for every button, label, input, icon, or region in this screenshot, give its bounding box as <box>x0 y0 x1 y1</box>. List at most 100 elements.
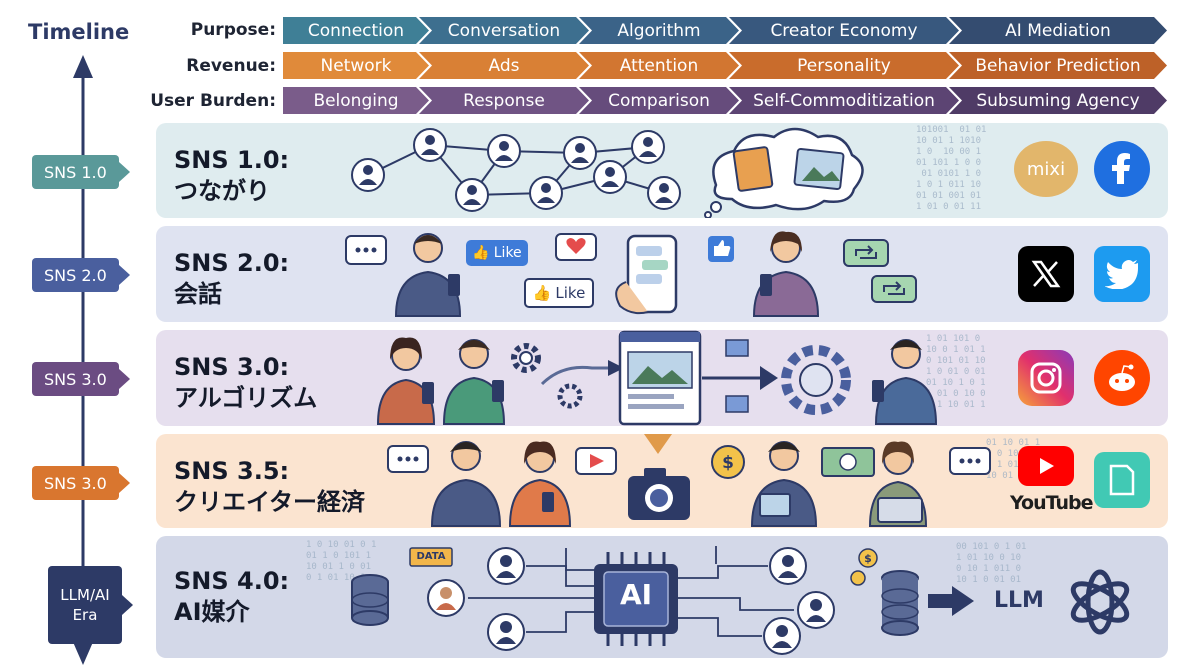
play-bubble-icon <box>575 447 617 475</box>
era-tag-sns35: SNS 3.0 <box>32 466 119 500</box>
era-title: SNS 3.0: アルゴリズム <box>174 353 318 412</box>
revenue-stage-4: Personality <box>729 52 959 79</box>
camera-icon <box>628 468 690 520</box>
retweet-icon <box>843 239 889 267</box>
era-panel-sns35: 01 10 01 1 1 0 101 01 0 1 01 10 1 10 01 … <box>156 434 1168 528</box>
era-panel-sns2: 👍Like 👍Like SNS 2.0: 会話 <box>156 226 1168 322</box>
arrow-right-icon-2 <box>760 366 778 390</box>
person-phone-icon-2 <box>442 339 506 425</box>
user-node-icons <box>351 128 681 212</box>
data-tag-icon <box>409 547 453 567</box>
conversation-illustration <box>345 231 917 317</box>
burden-stage-1: Belonging <box>283 87 429 114</box>
revenue-stage-3: Attention <box>579 52 739 79</box>
twitter-icon <box>1094 246 1150 302</box>
timeline-title: Timeline <box>28 20 130 44</box>
coin-icon: $ <box>711 445 745 479</box>
heart-bubble-icon <box>555 233 597 261</box>
phone-chat-icon <box>615 234 678 315</box>
person-tablet-icon <box>750 441 818 527</box>
creator-economy-illustration: $ <box>387 434 991 527</box>
speech-bubble-icon-2 <box>949 447 991 475</box>
x-icon <box>1018 246 1074 302</box>
revenue-stage-5: Behavior Prediction <box>949 52 1167 79</box>
ai-chip-icon <box>594 552 678 646</box>
person-presenting-icon <box>430 441 502 527</box>
svg-text:$: $ <box>864 552 872 565</box>
network-illustration <box>351 127 864 218</box>
burden-stage-3: Comparison <box>579 87 739 114</box>
era-title: SNS 2.0: 会話 <box>174 249 290 308</box>
ai-chip-text: AI <box>619 578 653 611</box>
database-icon-2 <box>881 570 919 636</box>
binary-decoration: 1 01 101 0 10 0 1 01 1 0 101 01 10 1 0 0… <box>926 334 986 410</box>
reddit-icon <box>1094 350 1150 406</box>
arrow-up-icon <box>73 55 93 78</box>
purpose-stage-5: AI Mediation <box>949 17 1167 44</box>
arrow-right-icon <box>608 360 624 376</box>
retweet-icon-2 <box>871 275 917 303</box>
speech-bubble-icon <box>345 235 387 265</box>
revenue-stage-1: Network <box>283 52 429 79</box>
thumbs-up-icon <box>708 236 734 262</box>
openai-icon <box>1070 569 1130 635</box>
era-title: SNS 1.0: つながり <box>174 146 290 205</box>
thumbs-up-icon: 👍 <box>472 245 490 261</box>
youtube-wordmark: YouTube <box>1010 492 1093 514</box>
binary-decoration-2: 00 101 0 1 01 1 01 10 0 10 0 10 1 011 0 … <box>956 542 1027 585</box>
person-phone-icon-2 <box>752 231 820 317</box>
database-icon <box>351 574 389 626</box>
era-panel-sns1: 101001 01 01 10 01 1 1010 1 0 10 00 1 01… <box>156 123 1168 218</box>
era-tag-sns3: SNS 3.0 <box>32 362 119 396</box>
revenue-stage-2: Ads <box>419 52 589 79</box>
arrow-down-icon <box>73 642 93 665</box>
llm-label: LLM <box>994 588 1044 613</box>
feed-screen-icon <box>618 330 702 426</box>
gear-icon <box>511 343 541 373</box>
gear-icon-3 <box>781 345 851 415</box>
binary-decoration: 1 0 10 01 0 1 01 1 0 101 1 10 01 1 0 01 … <box>306 540 377 583</box>
binary-decoration: 101001 01 01 10 01 1 1010 1 0 10 00 1 01… <box>916 125 987 212</box>
mixi-logo: mixi <box>1014 141 1078 197</box>
era-tag-sns1: SNS 1.0 <box>32 155 119 189</box>
purpose-stage-3: Algorithm <box>579 17 739 44</box>
person-phone-icon <box>376 337 436 425</box>
burden-stage-2: Response <box>419 87 589 114</box>
era-panel-sns3: 1 01 101 0 10 0 1 01 1 0 101 01 10 1 0 0… <box>156 330 1168 426</box>
data-tag-label: DATA <box>416 551 446 562</box>
thumbs-up-icon: 👍 <box>532 284 552 302</box>
era-panel-sns4: 1 0 10 01 0 1 01 1 0 101 1 10 01 1 0 01 … <box>156 536 1168 658</box>
cash-icon <box>821 447 875 477</box>
ai-mediation-illustration: $ <box>351 546 1130 655</box>
thought-cloud-icon <box>704 127 864 218</box>
era-tag-sns2: SNS 2.0 <box>32 258 119 292</box>
purpose-stage-1: Connection <box>283 17 429 44</box>
person-phone-icon <box>508 441 572 527</box>
person-phone-icon-3 <box>872 339 938 425</box>
purpose-label: Purpose: <box>190 20 276 40</box>
burden-stage-5: Subsuming Agency <box>949 87 1167 114</box>
arrow-right-icon <box>952 586 974 616</box>
speech-bubble-icon <box>387 445 429 473</box>
arrow-down-icon <box>644 434 672 454</box>
burden-stage-4: Self-Commoditization <box>729 87 959 114</box>
era-title: SNS 3.5: クリエイター経済 <box>174 457 366 516</box>
user-node-icons <box>427 547 835 655</box>
purpose-stage-4: Creator Economy <box>729 17 959 44</box>
purpose-stage-2: Conversation <box>419 17 589 44</box>
coin-icon: $ <box>850 548 878 586</box>
youtube-icon <box>1018 446 1074 486</box>
burden-label: User Burden: <box>150 91 276 111</box>
algorithm-illustration <box>376 330 938 426</box>
revenue-label: Revenue: <box>186 56 276 76</box>
facebook-icon <box>1094 141 1150 197</box>
instagram-icon <box>1018 350 1074 406</box>
like-badge: 👍Like <box>466 240 528 266</box>
svg-text:$: $ <box>722 453 734 473</box>
gear-icon-2 <box>557 383 583 409</box>
era-title: SNS 4.0: AI媒介 <box>174 567 290 626</box>
note-icon <box>1094 452 1150 508</box>
like-badge-2: 👍Like <box>524 278 594 308</box>
person-laptop-icon <box>868 441 928 527</box>
